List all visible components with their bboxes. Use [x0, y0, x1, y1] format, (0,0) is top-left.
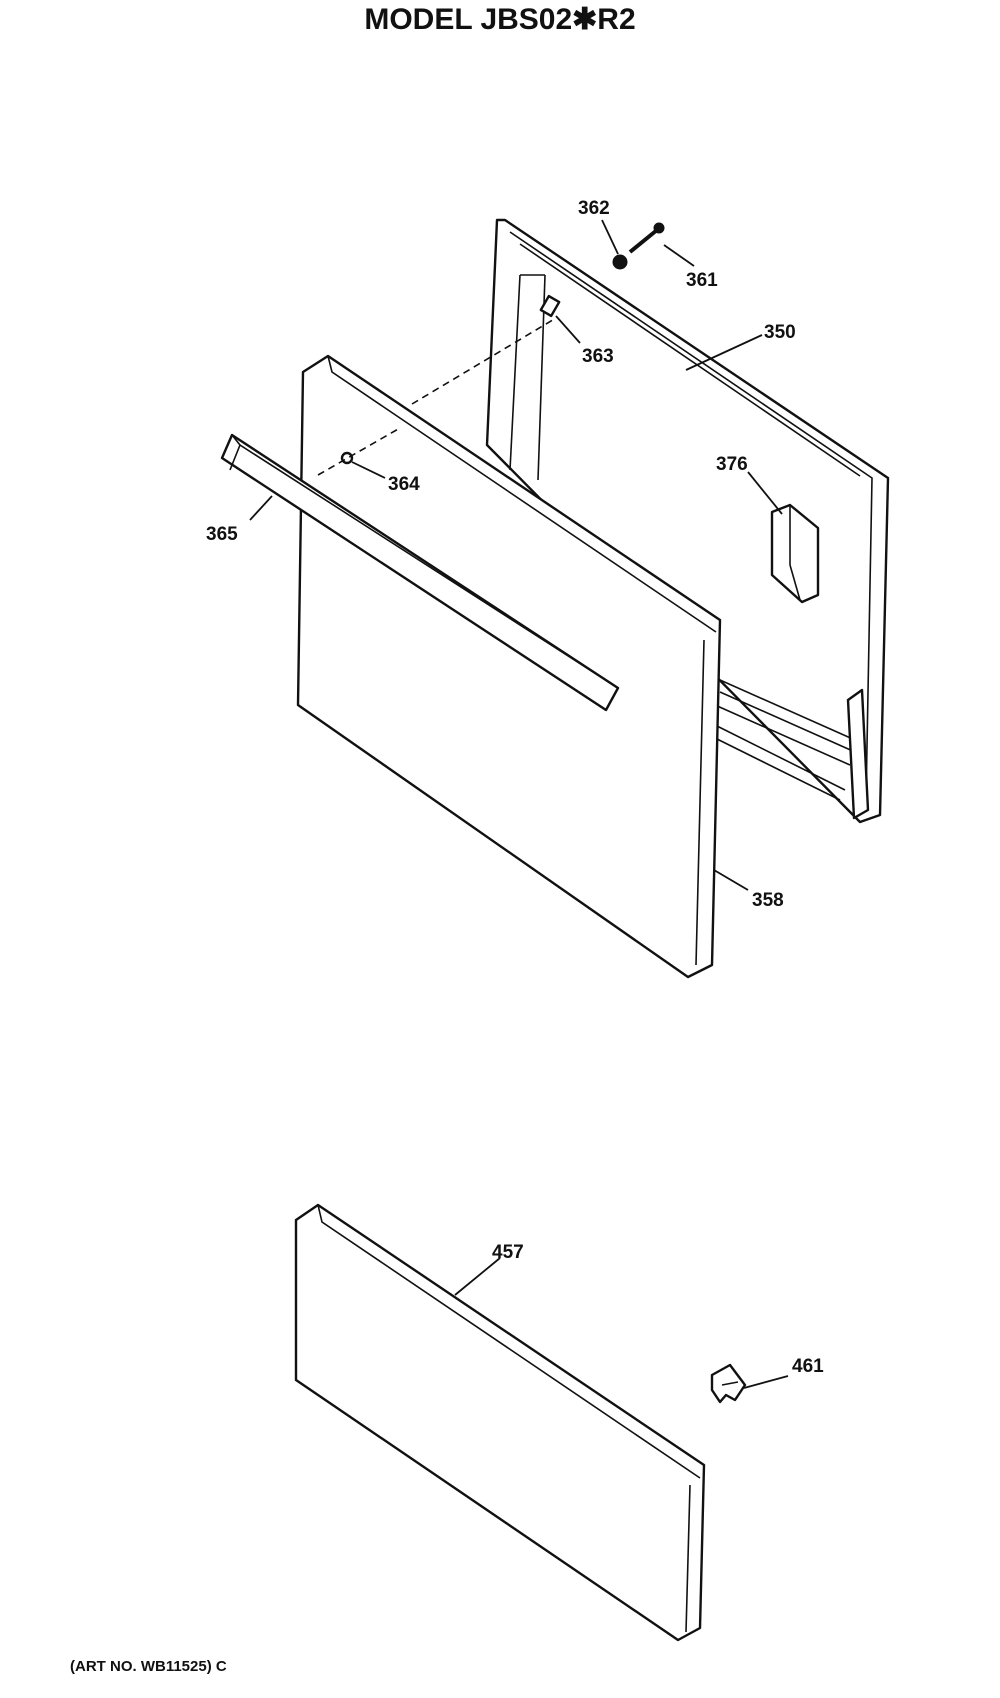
label-361: 361 [686, 270, 718, 291]
label-457: 457 [492, 1242, 524, 1263]
assembly-line [411, 317, 557, 405]
label-363: 363 [582, 346, 614, 367]
drawer-panel-457 [294, 1203, 706, 1642]
hinge-pin-363 [539, 294, 561, 318]
label-365: 365 [206, 524, 238, 545]
label-461: 461 [792, 1356, 824, 1377]
label-364: 364 [388, 474, 420, 495]
label-376: 376 [716, 454, 748, 475]
handle-365 [220, 433, 620, 712]
diagram-title: MODEL JBS02✱R2 [364, 3, 636, 36]
assembly-line [317, 427, 401, 476]
washer-362 [612, 254, 628, 270]
label-350: 350 [764, 322, 796, 343]
label-358: 358 [752, 890, 784, 911]
label-362: 362 [578, 198, 610, 219]
screw-364 [340, 451, 354, 465]
leader-lines [249, 219, 789, 1389]
screw-361 [628, 222, 665, 254]
inner-door-panel [485, 218, 890, 824]
outer-door-358 [296, 354, 722, 979]
bracket-376 [770, 503, 820, 604]
art-number: (ART NO. WB11525) C [70, 1658, 227, 1675]
clip-461 [710, 1363, 747, 1404]
